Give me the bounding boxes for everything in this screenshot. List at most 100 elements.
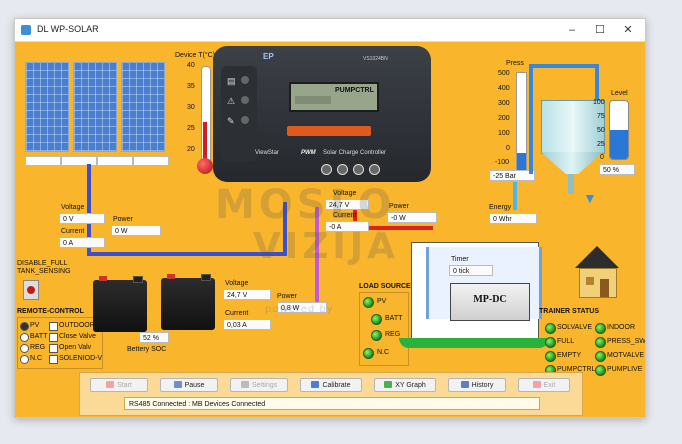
radio-reg[interactable] xyxy=(20,344,29,353)
terminal-3 xyxy=(353,164,364,175)
load-pv-label: PV xyxy=(377,298,387,305)
check-open-valve[interactable] xyxy=(49,344,58,353)
load-source-title: LOAD SOURCE xyxy=(359,283,411,290)
check-open-valve-label: Open Valv xyxy=(59,344,92,351)
radio-pv[interactable] xyxy=(20,322,29,331)
battery-soc-label: Bettery SOC xyxy=(127,346,167,353)
trainer-status-title: TRAINER STATUS xyxy=(539,308,600,315)
app-window: DL WP-SOLAR – ☐ ✕ Device T(°C) 40 35 30 … xyxy=(14,18,646,418)
watermark-line1: MOSLO xyxy=(215,182,396,228)
out-current-label: Current xyxy=(333,212,357,219)
press-tick-500: 500 xyxy=(498,70,510,77)
status-solvalve-led xyxy=(545,323,556,334)
calibrate-icon xyxy=(311,381,320,388)
press-label: Press xyxy=(506,60,524,67)
calibrate-button[interactable]: Calibrate xyxy=(300,378,362,392)
close-button[interactable]: ✕ xyxy=(623,24,633,36)
load-nc-led xyxy=(363,348,374,359)
start-icon xyxy=(106,381,115,388)
controller-brand: EP xyxy=(263,52,274,61)
panel-indicator-3 xyxy=(97,156,133,166)
pipe-vertical xyxy=(529,64,533,174)
history-icon xyxy=(460,381,469,388)
controller-model: VS1024BN xyxy=(363,56,388,62)
check-close-valve-label: Close Valve xyxy=(59,333,96,340)
wrench-icon: ✎ xyxy=(227,116,235,126)
exit-label: Exit xyxy=(543,382,556,389)
panel-current-label: Current xyxy=(61,228,85,235)
pump-label: MP-DC xyxy=(473,294,507,305)
lcd-text: PUMPCTRL xyxy=(335,87,374,94)
app-icon xyxy=(21,25,31,35)
wire-load-red-down xyxy=(353,202,357,230)
wire-panel-up xyxy=(283,202,287,256)
check-outdoor[interactable] xyxy=(49,322,58,331)
thermo-tick-35: 35 xyxy=(187,83,195,90)
battery-2-terminal-pos xyxy=(167,274,175,279)
radio-batt[interactable] xyxy=(20,333,29,342)
terminal-1 xyxy=(321,164,332,175)
panel-power-field: 0 W xyxy=(111,225,161,236)
minimize-button[interactable]: – xyxy=(568,24,576,36)
pause-label: Pause xyxy=(184,382,205,389)
indicator-led-3 xyxy=(241,116,249,124)
check-close-valve[interactable] xyxy=(49,333,58,342)
lcd-digits xyxy=(295,96,331,104)
controller-mode-bar xyxy=(287,126,371,136)
check-solenoid[interactable] xyxy=(49,355,58,364)
pipe-down xyxy=(595,64,599,102)
press-tick-200: 200 xyxy=(498,115,510,122)
history-button[interactable]: History xyxy=(448,378,506,392)
tank-cone xyxy=(541,152,603,174)
out-power-field: -0 W xyxy=(387,212,437,223)
disable-full-switch[interactable] xyxy=(23,280,39,300)
main-canvas: Device T(°C) 40 35 30 25 20 ▤ ⚠ ✎ EP VS1… xyxy=(15,42,645,417)
energy-label: Energy xyxy=(489,204,512,211)
watermark-line2: VIZIJA xyxy=(253,226,400,267)
charge-controller: ▤ ⚠ ✎ EP VS1024BN PUMPCTRL ViewStar PWM … xyxy=(213,46,431,182)
load-source-box xyxy=(359,292,409,366)
house-roof xyxy=(575,246,619,268)
wire-battery-violet xyxy=(315,207,319,307)
level-tick-50: 50 xyxy=(597,127,605,134)
level-gauge xyxy=(609,100,629,160)
exit-button[interactable]: Exit xyxy=(518,378,570,392)
xy-graph-button[interactable]: XY Graph xyxy=(374,378,436,392)
status-bar: RS485 Connected : MB Devices Connected xyxy=(124,397,540,410)
settings-label: Settings xyxy=(251,382,278,389)
controller-pwm: PWM xyxy=(301,150,316,156)
out-current-field: -0 A xyxy=(325,221,369,232)
panel-indicator-2 xyxy=(61,156,97,166)
thermometer-mercury xyxy=(203,122,207,164)
check-solenoid-label: SOLENIOD-V xyxy=(59,355,103,362)
battery-current-label: Current xyxy=(225,310,249,317)
timer-field: 0 tick xyxy=(449,265,493,276)
battery-current-field: 0,03 A xyxy=(223,319,271,330)
pause-button[interactable]: Pause xyxy=(160,378,218,392)
panel-voltage-label: Voltage xyxy=(61,204,85,211)
load-batt-led xyxy=(371,314,382,325)
press-tick-100: 100 xyxy=(498,130,510,137)
house-window xyxy=(586,277,594,285)
pump-water-box: MP-DC xyxy=(411,242,542,340)
ground-grass xyxy=(399,338,549,348)
wire-panel-down xyxy=(87,164,91,256)
controller-side-panel xyxy=(221,66,257,162)
house-door xyxy=(600,279,609,297)
menu-icon: ▤ xyxy=(227,76,236,86)
level-fill xyxy=(610,130,628,159)
press-tick-300: 300 xyxy=(498,100,510,107)
radio-nc[interactable] xyxy=(20,355,29,364)
pump-body: MP-DC xyxy=(450,283,530,321)
exit-icon xyxy=(532,381,541,388)
level-tick-0: 0 xyxy=(600,154,604,161)
start-button[interactable]: Start xyxy=(90,378,148,392)
maximize-button[interactable]: ☐ xyxy=(595,24,605,36)
battery-voltage-label: Voltage xyxy=(225,280,249,287)
settings-button[interactable]: Settings xyxy=(230,378,288,392)
window-title: DL WP-SOLAR xyxy=(37,24,99,34)
radio-batt-label: BATT xyxy=(30,333,48,340)
indicator-led-1 xyxy=(241,76,249,84)
energy-field: 0 Whr xyxy=(489,213,537,224)
xy-graph-label: XY Graph xyxy=(395,382,426,389)
